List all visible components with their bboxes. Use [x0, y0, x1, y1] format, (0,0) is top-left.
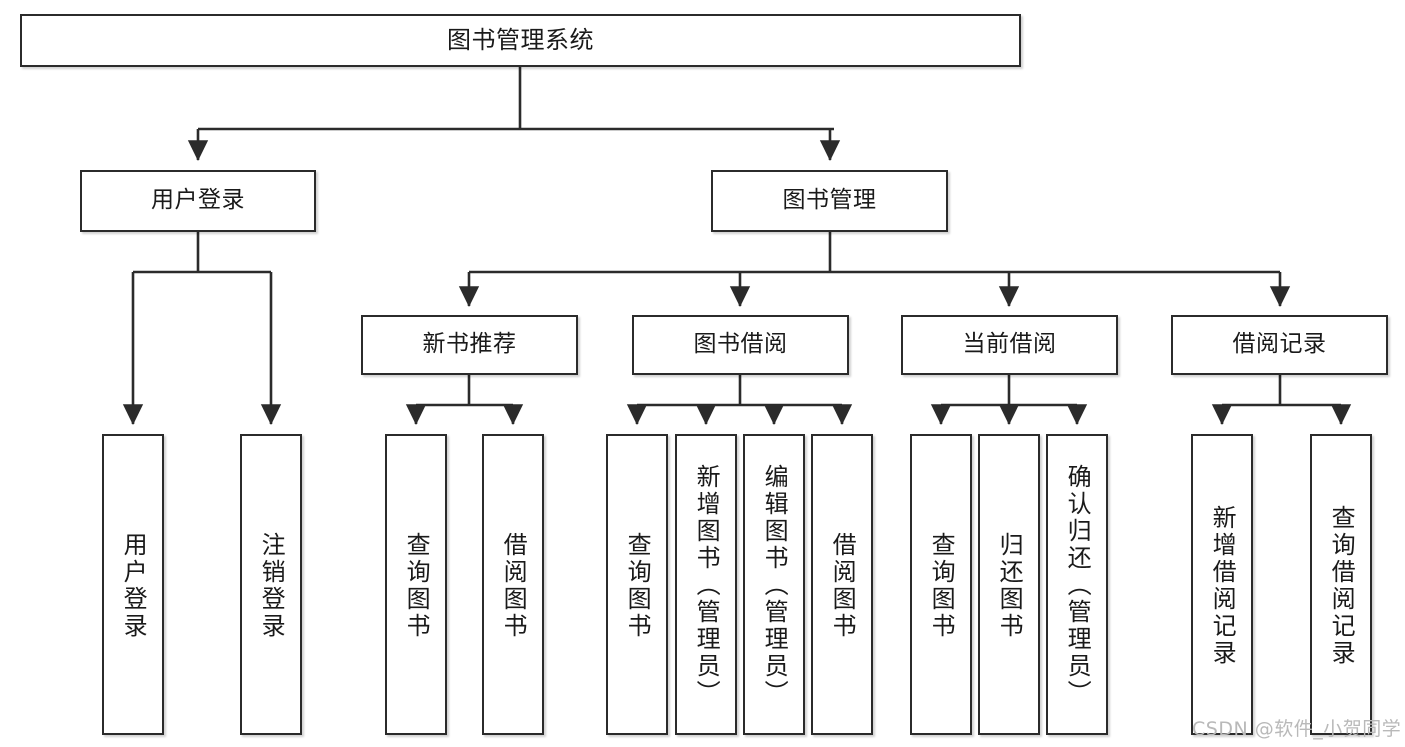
node-leaf-user-login[interactable]: 用户登录	[102, 434, 164, 735]
node-leaf-edit-book[interactable]: 编辑图书（管理员）	[743, 434, 805, 735]
node-leaf-borrow-book-1-label: 借阅图书	[499, 531, 528, 640]
node-leaf-query-record[interactable]: 查询借阅记录	[1310, 434, 1372, 735]
node-leaf-borrow-book-2[interactable]: 借阅图书	[811, 434, 873, 735]
node-current-borrow[interactable]: 当前借阅	[901, 315, 1118, 375]
node-leaf-query-book-1[interactable]: 查询图书	[385, 434, 447, 735]
node-new-book-rec[interactable]: 新书推荐	[361, 315, 578, 375]
node-leaf-edit-book-label: 编辑图书（管理员）	[760, 464, 789, 707]
node-leaf-user-login-label: 用户登录	[119, 531, 148, 640]
node-leaf-query-book-3[interactable]: 查询图书	[910, 434, 972, 735]
node-leaf-borrow-book-2-label: 借阅图书	[828, 531, 857, 640]
node-new-book-rec-label: 新书推荐	[422, 331, 517, 358]
node-book-manage[interactable]: 图书管理	[711, 170, 948, 232]
node-book-manage-label: 图书管理	[782, 187, 877, 214]
node-leaf-query-record-label: 查询借阅记录	[1327, 504, 1356, 667]
node-leaf-query-book-3-label: 查询图书	[927, 531, 956, 640]
node-user-login[interactable]: 用户登录	[80, 170, 316, 232]
node-user-login-label: 用户登录	[151, 187, 245, 214]
node-book-borrow-label: 图书借阅	[693, 331, 788, 358]
node-leaf-user-logout-label: 注销登录	[257, 531, 286, 640]
node-book-borrow[interactable]: 图书借阅	[632, 315, 849, 375]
node-leaf-query-book-2[interactable]: 查询图书	[606, 434, 668, 735]
node-root[interactable]: 图书管理系统	[20, 14, 1021, 67]
node-leaf-query-book-1-label: 查询图书	[402, 531, 431, 640]
node-leaf-add-record-label: 新增借阅记录	[1208, 504, 1237, 667]
node-leaf-borrow-book-1[interactable]: 借阅图书	[482, 434, 544, 735]
node-leaf-add-book-label: 新增图书（管理员）	[692, 464, 721, 707]
node-borrow-record[interactable]: 借阅记录	[1171, 315, 1388, 375]
csdn-watermark: CSDN @软件_小贺同学	[1192, 718, 1402, 740]
node-root-label: 图书管理系统	[447, 26, 594, 55]
node-leaf-return-book[interactable]: 归还图书	[978, 434, 1040, 735]
node-leaf-user-logout[interactable]: 注销登录	[240, 434, 302, 735]
node-leaf-return-book-label: 归还图书	[995, 531, 1024, 640]
node-leaf-confirm-return[interactable]: 确认归还（管理员）	[1046, 434, 1108, 735]
node-leaf-add-book[interactable]: 新增图书（管理员）	[675, 434, 737, 735]
node-current-borrow-label: 当前借阅	[962, 331, 1057, 358]
node-leaf-query-book-2-label: 查询图书	[623, 531, 652, 640]
node-leaf-confirm-return-label: 确认归还（管理员）	[1063, 464, 1092, 707]
node-leaf-add-record[interactable]: 新增借阅记录	[1191, 434, 1253, 735]
node-borrow-record-label: 借阅记录	[1232, 331, 1327, 358]
